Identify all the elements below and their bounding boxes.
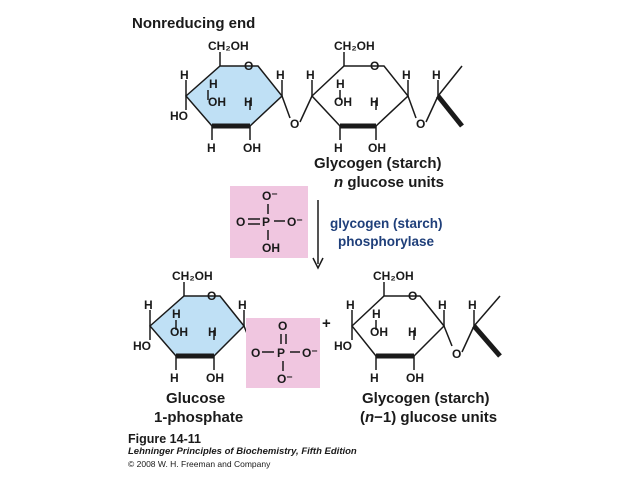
phosphate-oh: OH (262, 241, 280, 255)
oh-label: OH (208, 95, 226, 109)
h-label: H (370, 95, 379, 109)
ch2oh-label: CH₂OH (208, 39, 249, 53)
glycosidic-link-1: O (290, 95, 313, 131)
linking-oxygen-label: O (452, 347, 461, 361)
ho-label: HO (170, 109, 188, 123)
plus-sign: + (322, 315, 331, 332)
h-label: H (144, 298, 153, 312)
h-label: H (372, 307, 381, 321)
glycogen-bottom-units-n: n (365, 409, 374, 426)
h-label: H (336, 77, 345, 91)
oh-label: OH (370, 325, 388, 339)
glycogen-bottom-name: Glycogen (starch) (362, 390, 490, 407)
bottom-chain-continuation: H (468, 295, 502, 358)
h-label: H (207, 141, 216, 155)
h-label: H (468, 298, 477, 312)
glucose-1-phosphate-group: O O P O⁻ O⁻ (246, 318, 320, 388)
glucose-1-phosphate-name-line1: Glucose (166, 390, 225, 407)
h-label: H (306, 68, 315, 82)
ring-oxygen-label: O (370, 59, 379, 73)
phosphorus-label: P (262, 215, 270, 229)
glucose-1-phosphate-ring: CH₂OH O H H OH H HO H OH H (133, 269, 253, 385)
h-label: H (172, 307, 181, 321)
ring-oxygen-label: O (408, 289, 417, 303)
linking-oxygen-label: O (416, 117, 425, 131)
phosphate-o-right: O⁻ (302, 346, 318, 360)
oh-label: OH (243, 141, 261, 155)
glucose-1-phosphate-name-line2: 1-phosphate (154, 409, 243, 426)
h-label: H (180, 68, 189, 82)
h-label: H (276, 68, 285, 82)
h-label: H (438, 298, 447, 312)
phosphate-o-right: O⁻ (287, 215, 303, 229)
h-label: H (402, 68, 411, 82)
bottom-glycosidic-link: O (452, 325, 475, 361)
h-label: H (244, 95, 253, 109)
oh-label: OH (406, 371, 424, 385)
figure-caption-book: Lehninger Principles of Biochemistry, Fi… (128, 446, 357, 457)
h-label: H (370, 371, 379, 385)
glycosidic-link-2: O (416, 95, 439, 131)
oh-label: OH (368, 141, 386, 155)
figure-caption-title: Figure 14-11 (128, 432, 201, 446)
h-label: H (432, 68, 441, 82)
figure-caption-copyright: © 2008 W. H. Freeman and Company (128, 459, 271, 469)
ch2oh-label: CH₂OH (172, 269, 213, 283)
phosphate-o-bottom: O⁻ (277, 372, 293, 386)
glycogen-bottom-units-text: −1) glucose units (374, 409, 497, 426)
ring-oxygen-label: O (244, 59, 253, 73)
glycogen-top-name: Glycogen (starch) (314, 155, 442, 172)
glycogen-bottom-units: (n−1) glucose units (360, 409, 497, 426)
phosphate-o-link: O (251, 346, 260, 360)
ring-oxygen-label: O (207, 289, 216, 303)
glycogen-bottom-units-open: ( (360, 409, 365, 426)
reaction-arrow (312, 200, 324, 270)
h-label: H (209, 77, 218, 91)
enzyme-name-line1: glycogen (starch) (330, 216, 443, 231)
linking-oxygen-label: O (290, 117, 299, 131)
phosphate-o-top: O⁻ (262, 189, 278, 203)
nonreducing-end-title: Nonreducing end (132, 15, 255, 32)
glycogen-top-units-n: n (334, 174, 343, 191)
ch2oh-label: CH₂OH (334, 39, 375, 53)
phosphorus-label: P (277, 346, 285, 360)
oh-label: OH (206, 371, 224, 385)
top-chain-continuation: H (432, 65, 464, 128)
oh-label: OH (334, 95, 352, 109)
glycogen-top-units: n glucose units (334, 174, 444, 191)
h-label: H (208, 325, 217, 339)
enzyme-name-line2: phosphorylase (338, 234, 435, 249)
oh-label: OH (170, 325, 188, 339)
phosphate-reactant: O⁻ O P O⁻ OH (230, 186, 308, 258)
h-label: H (408, 325, 417, 339)
phosphate-o-top: O (278, 319, 287, 333)
glycogen-top-units-text: glucose units (343, 174, 444, 191)
top-glucose-ring-1: CH₂OH O H H OH H HO H OH H (170, 39, 291, 155)
h-label: H (346, 298, 355, 312)
bottom-glucose-ring: CH₂OH O H H OH H HO H OH H (334, 269, 453, 385)
h-label: H (238, 298, 247, 312)
ch2oh-label: CH₂OH (373, 269, 414, 283)
ho-label: HO (334, 339, 352, 353)
top-glucose-ring-2: CH₂OH O H H OH H H OH H (306, 39, 417, 155)
ho-label: HO (133, 339, 151, 353)
h-label: H (170, 371, 179, 385)
h-label: H (334, 141, 343, 155)
phosphate-o-left: O (236, 215, 245, 229)
